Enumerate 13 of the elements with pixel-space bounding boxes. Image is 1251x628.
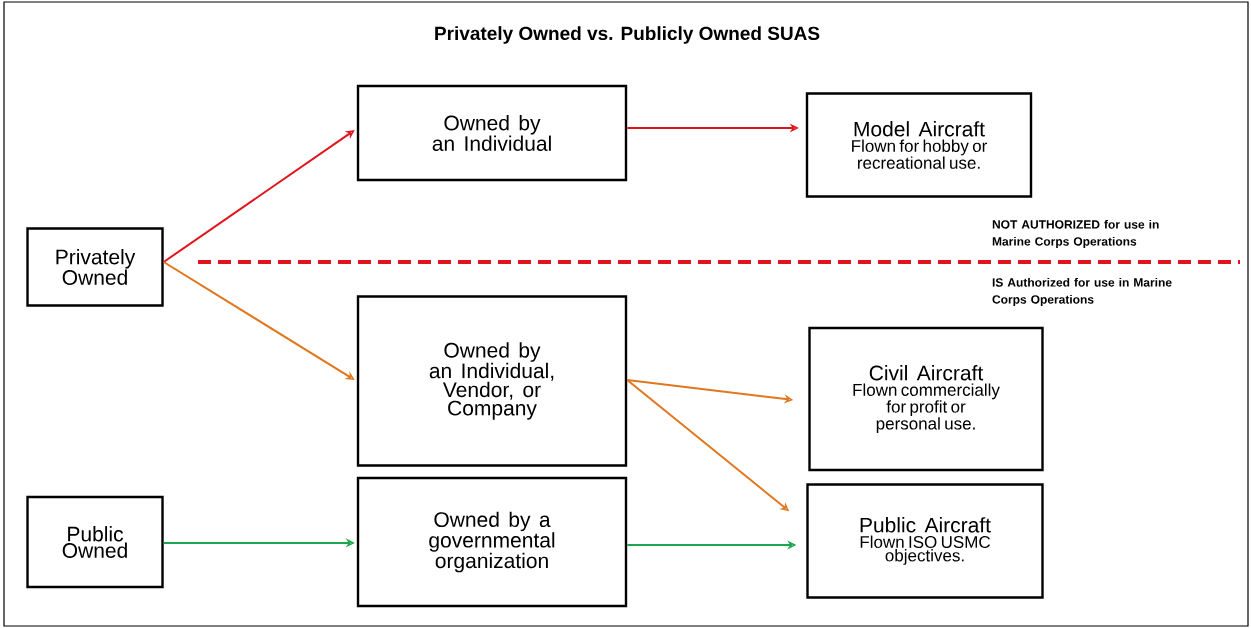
title: Privately Owned vs. Publicly Owned SUAS (435, 26, 820, 44)
arrow (162, 130, 355, 263)
box: Public Owned (26, 495, 164, 589)
box: Owned by an Individual (356, 84, 628, 182)
box: Model Aircraft Flown for hobby or recreational use. (805, 92, 1033, 198)
box: Owned by an Individual, Vendor, or Company (356, 295, 628, 467)
box: Privately Owned (26, 227, 164, 307)
box: Civil Aircraft Flown commercially for profit or personal use. (808, 326, 1044, 472)
box: Owned by a governmental organization (356, 476, 628, 608)
note: IS Authorized for use in Marine Corps Operations (992, 277, 1172, 307)
box: Public Aircraft Flown ISO USMC objectives. (806, 483, 1044, 599)
note: NOT AUTHORIZED for use in Marine Corps Operations (992, 219, 1159, 249)
arrow (162, 261, 355, 380)
